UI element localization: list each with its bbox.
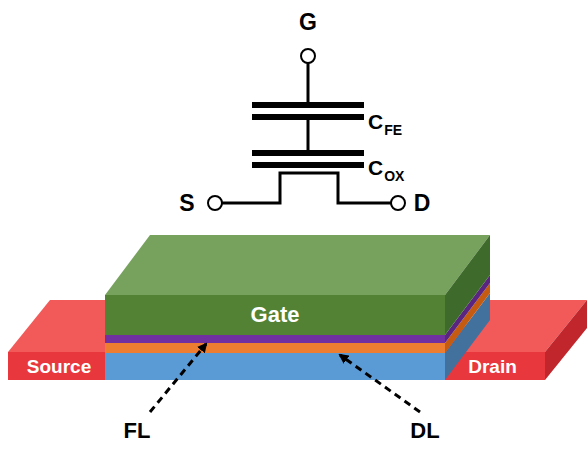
leader-arrow (150, 344, 206, 412)
capacitor-plate (252, 150, 364, 156)
source-terminal (208, 196, 222, 210)
gate-electrode: Gate (105, 295, 445, 335)
gate-front (105, 295, 445, 335)
region-label: Source (27, 357, 91, 376)
capacitor-subscript: FE (384, 123, 402, 137)
gate-top (105, 235, 490, 295)
region-label: Gate (251, 304, 300, 326)
terminal-name: D (414, 192, 431, 215)
capacitor-name: C (368, 157, 383, 178)
source-front (8, 352, 110, 380)
dl-layer (105, 343, 445, 353)
drain-region: Drain (440, 352, 545, 380)
capacitor-plate (252, 162, 364, 168)
fefet-symbol (208, 49, 405, 210)
gate-stack (105, 235, 490, 380)
gate-wire (307, 63, 310, 103)
fl-layer (105, 335, 445, 343)
capacitor-plate (252, 102, 364, 108)
region-label: Drain (468, 357, 517, 376)
gate-terminal (301, 49, 315, 63)
drain-side (545, 300, 587, 380)
series-wire (307, 119, 310, 151)
capacitor-name: C (368, 111, 383, 132)
channel-layer (105, 353, 445, 380)
drain-terminal (391, 196, 405, 210)
layer-name: FL (124, 420, 151, 442)
terminal-name: G (299, 11, 317, 34)
layer-name: DL (410, 420, 439, 442)
channel-wire (222, 173, 391, 203)
capacitor-subscript: OX (384, 169, 404, 183)
source-region: Source (8, 352, 110, 380)
terminal-name: S (179, 192, 194, 215)
gate-side (445, 235, 490, 335)
leader-arrow (340, 355, 420, 412)
